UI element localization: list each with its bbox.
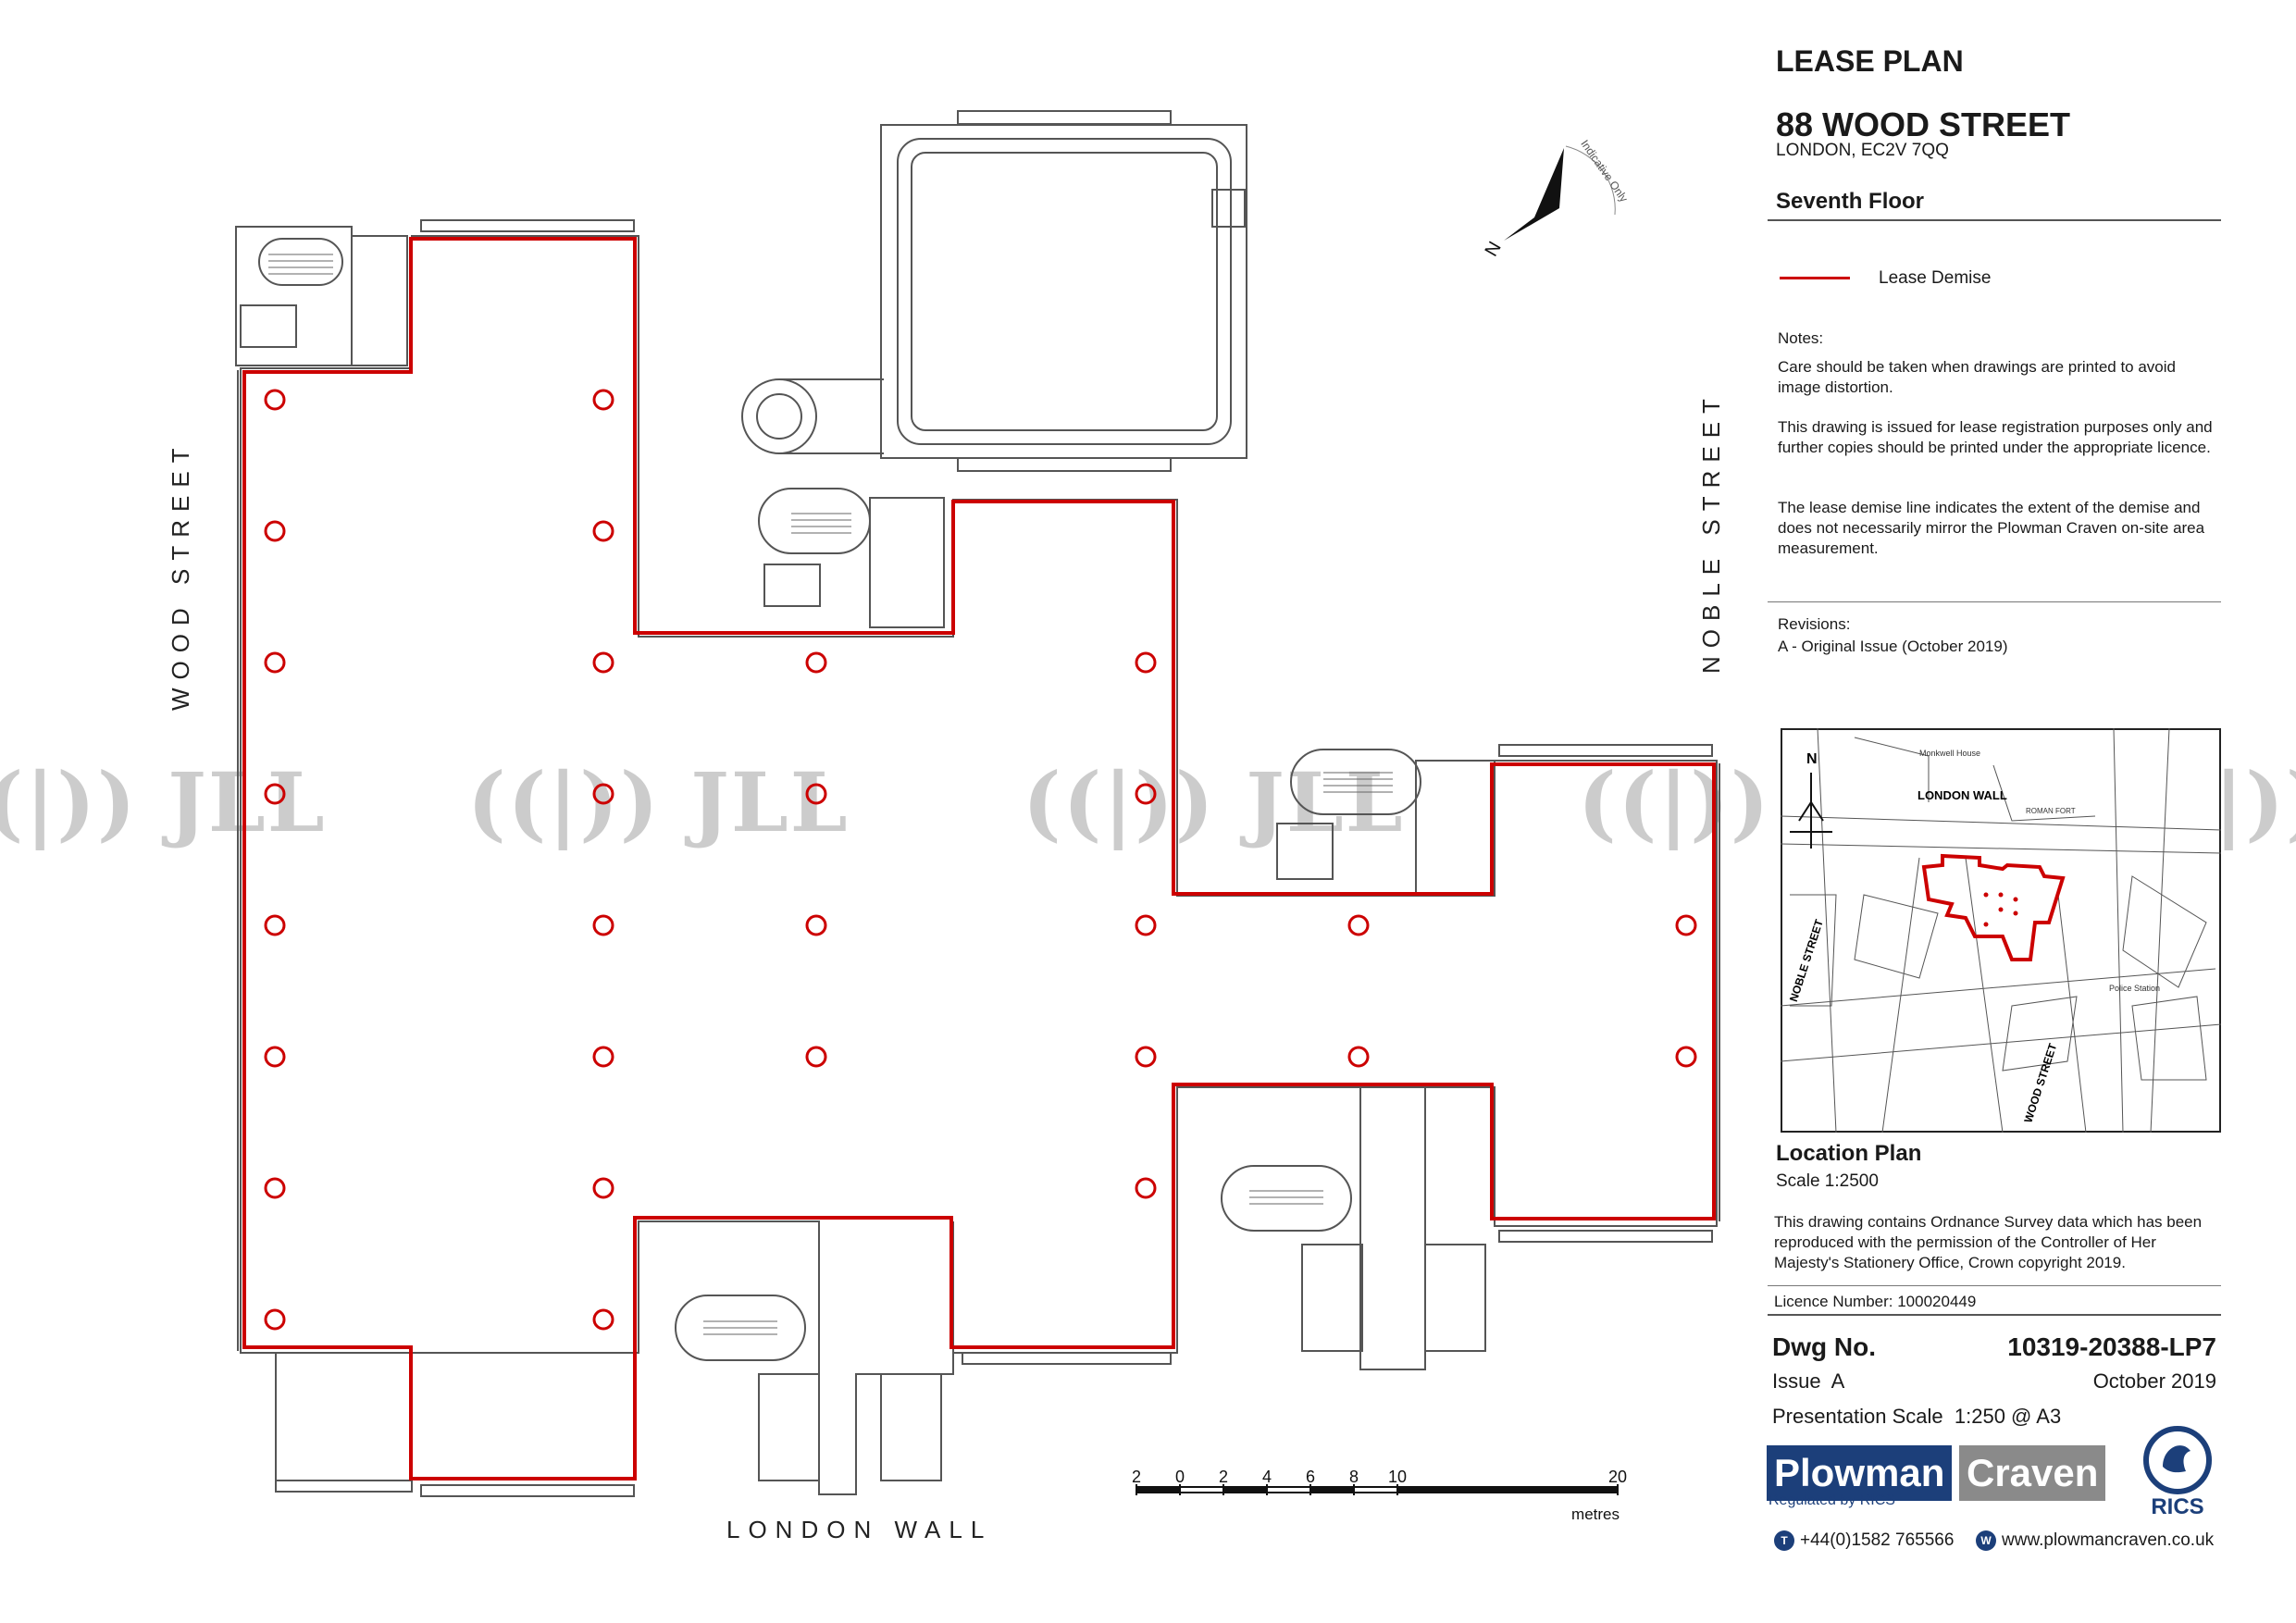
column-marker bbox=[1347, 1046, 1370, 1068]
web-icon: W bbox=[1976, 1530, 1996, 1551]
street-label-wood: WOOD STREET bbox=[167, 440, 194, 711]
column-marker bbox=[592, 520, 614, 542]
jll-watermark: ((|)) JLL bbox=[1023, 754, 1405, 850]
column-marker bbox=[1675, 1046, 1697, 1068]
jll-watermark: ((|)) JLL bbox=[467, 754, 850, 850]
column-marker bbox=[264, 520, 286, 542]
lease-demise-line bbox=[242, 237, 1716, 1481]
scale-tick-label: 2 bbox=[1132, 1468, 1141, 1486]
street-label-noble: NOBLE STREET bbox=[1697, 390, 1725, 674]
column-marker bbox=[1675, 914, 1697, 936]
svg-text:Monkwell House: Monkwell House bbox=[1919, 749, 1980, 758]
location-plan-title: Location Plan bbox=[1776, 1141, 1922, 1166]
column-marker bbox=[264, 783, 286, 805]
note-2: This drawing is issued for lease registr… bbox=[1778, 418, 2213, 456]
column-marker bbox=[1135, 651, 1157, 674]
column-marker bbox=[1135, 914, 1157, 936]
scale-tick-label: 10 bbox=[1388, 1468, 1407, 1486]
column-marker bbox=[1347, 914, 1370, 936]
regulated-by: Regulated by RICS bbox=[1769, 1493, 1895, 1508]
column-markers bbox=[264, 389, 1697, 1331]
scale-tick-label: 0 bbox=[1175, 1468, 1185, 1486]
column-marker bbox=[805, 1046, 827, 1068]
scale-tick-label: 6 bbox=[1306, 1468, 1315, 1486]
licence-number: Licence Number: 100020449 bbox=[1774, 1293, 1977, 1310]
column-marker bbox=[592, 914, 614, 936]
issue-date: October 2019 bbox=[2092, 1369, 2216, 1393]
svg-text:Indicative Only: Indicative Only bbox=[1578, 138, 1631, 204]
column-marker bbox=[805, 651, 827, 674]
scale-tick-label: 2 bbox=[1219, 1468, 1228, 1486]
phone-number: +44(0)1582 765566 bbox=[1800, 1530, 1955, 1550]
location-plan-map: N LONDON WALL LONDON WALL NOBLE STREET W… bbox=[1781, 728, 2221, 1133]
web-contact[interactable]: W www.plowmancraven.co.uk bbox=[1976, 1530, 2214, 1551]
legend-label: Lease Demise bbox=[1879, 268, 1992, 288]
note-3: The lease demise line indicates the exte… bbox=[1778, 499, 2205, 557]
scale-tick-label: 4 bbox=[1262, 1468, 1272, 1486]
svg-text:RICS: RICS bbox=[2151, 1494, 2203, 1518]
svg-text:metres: metres bbox=[1571, 1505, 1620, 1523]
column-marker bbox=[264, 1177, 286, 1199]
column-marker bbox=[264, 1308, 286, 1331]
column-marker bbox=[592, 389, 614, 411]
revisions-heading: Revisions: bbox=[1778, 615, 1851, 633]
dwg-number: 10319-20388-LP7 bbox=[2007, 1332, 2216, 1361]
issue: Issue A bbox=[1772, 1369, 1845, 1393]
floor-label: Seventh Floor bbox=[1776, 189, 1925, 214]
notes-heading: Notes: bbox=[1778, 329, 1824, 347]
column-marker bbox=[592, 1308, 614, 1331]
column-marker bbox=[805, 783, 827, 805]
column-marker bbox=[592, 1177, 614, 1199]
street-label-london-wall: LONDON WALL bbox=[726, 1516, 993, 1543]
phone-contact: T +44(0)1582 765566 bbox=[1774, 1530, 1954, 1551]
plowman-logo: Plowman bbox=[1767, 1445, 1953, 1501]
scale-tick-label: 8 bbox=[1349, 1468, 1359, 1486]
title-block: LEASE PLAN 88 WOOD STREET LONDON, EC2V 7… bbox=[1763, 0, 2226, 1623]
legend-line bbox=[1780, 277, 1850, 279]
svg-text:Police Station: Police Station bbox=[2109, 984, 2160, 993]
svg-text:N: N bbox=[1481, 238, 1505, 260]
note-1: Care should be taken when drawings are p… bbox=[1778, 358, 2176, 396]
rics-logo-icon: RICS bbox=[2143, 1426, 2212, 1518]
svg-text:LONDON WALL: LONDON WALL bbox=[1917, 788, 2007, 802]
column-marker bbox=[264, 1046, 286, 1068]
address: LONDON, EC2V 7QQ bbox=[1776, 141, 1949, 160]
column-marker bbox=[592, 783, 614, 805]
website-link[interactable]: www.plowmancraven.co.uk bbox=[2002, 1530, 2215, 1550]
column-marker bbox=[264, 389, 286, 411]
svg-text:ROMAN FORT: ROMAN FORT bbox=[2026, 807, 2076, 815]
column-marker bbox=[264, 914, 286, 936]
north-arrow-icon: N Indicative Only bbox=[1481, 138, 1630, 260]
dwg-label: Dwg No. bbox=[1772, 1332, 1876, 1361]
plan-title: LEASE PLAN bbox=[1776, 44, 1964, 78]
presentation-scale: Presentation Scale 1:250 @ A3 bbox=[1772, 1405, 2062, 1428]
os-notice: This drawing contains Ordnance Survey da… bbox=[1774, 1213, 2203, 1271]
column-marker bbox=[592, 651, 614, 674]
column-marker bbox=[264, 651, 286, 674]
revision-a: A - Original Issue (October 2019) bbox=[1778, 638, 2008, 655]
column-marker bbox=[805, 914, 827, 936]
column-marker bbox=[1135, 1046, 1157, 1068]
column-marker bbox=[1135, 1177, 1157, 1199]
craven-logo: Craven bbox=[1959, 1445, 2106, 1501]
column-marker bbox=[1135, 783, 1157, 805]
location-plan-scale: Scale 1:2500 bbox=[1776, 1171, 1879, 1191]
building-name: 88 WOOD STREET bbox=[1776, 105, 2071, 143]
scale-tick-label: 20 bbox=[1608, 1468, 1627, 1486]
svg-text:N: N bbox=[1806, 751, 1818, 767]
phone-icon: T bbox=[1774, 1530, 1794, 1551]
column-marker bbox=[592, 1046, 614, 1068]
